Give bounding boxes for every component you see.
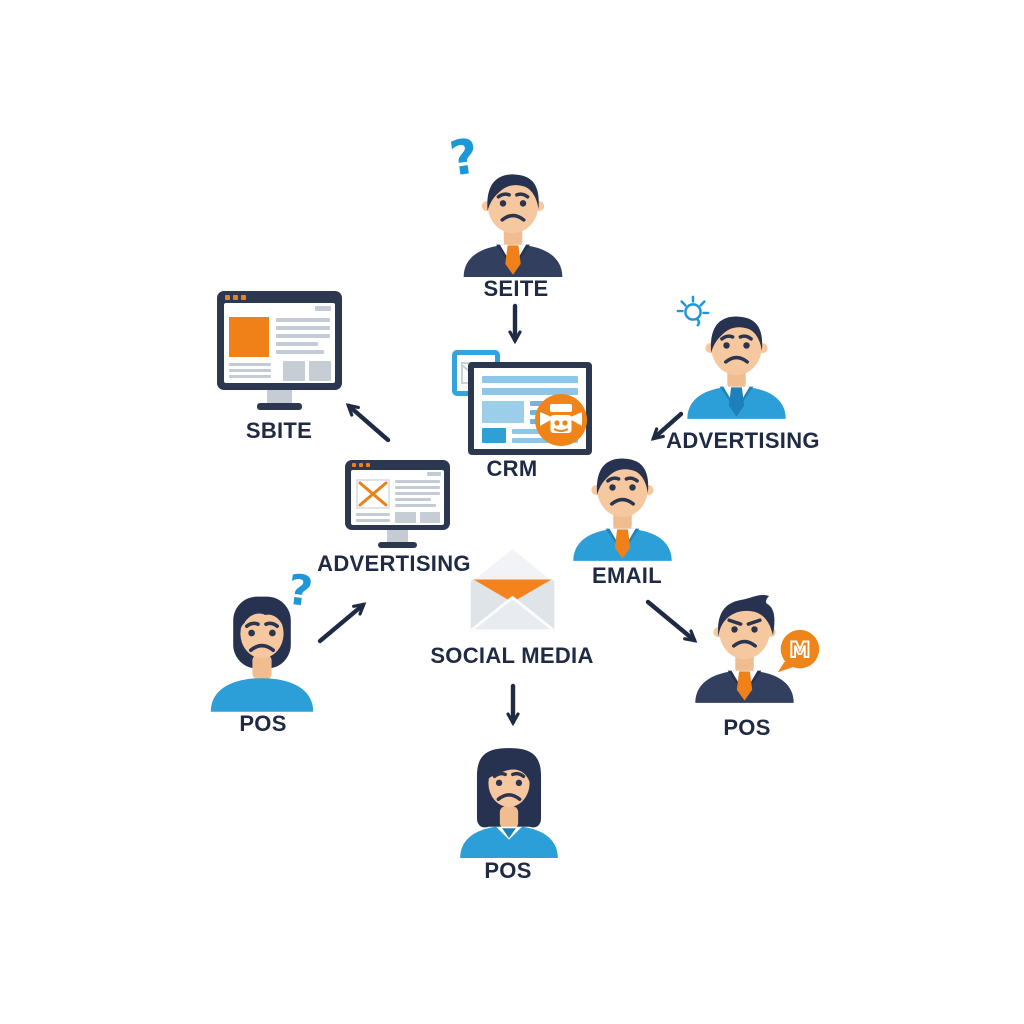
- sbite-monitor: [217, 291, 342, 410]
- mail-badge-letter: M: [789, 637, 810, 662]
- person-seite: [463, 174, 563, 277]
- crm-megaphone-badge-icon: [535, 394, 587, 446]
- ad-blocked-icon: [356, 479, 390, 509]
- label-email: EMAIL: [592, 563, 662, 588]
- label-pos-left: POS: [239, 711, 287, 736]
- monitor-dot-icon: [352, 463, 356, 467]
- label-advertising-monitor: ADVERTISING: [317, 551, 471, 576]
- arrow-pos-to-advmonitor: [317, 602, 367, 644]
- label-seite: SEITE: [483, 276, 549, 301]
- monitor-dot-icon: [241, 295, 246, 300]
- monitor-dot-icon: [366, 463, 370, 467]
- person-pos-left: [210, 596, 314, 712]
- monitor-dot-icon: [359, 463, 363, 467]
- mail-notification-badge-icon: M: [777, 629, 820, 673]
- advertising-monitor: [345, 460, 450, 548]
- label-pos-bottom: POS: [484, 858, 532, 883]
- person-pos-right: [695, 595, 794, 703]
- confusion-burst-icon: [676, 295, 710, 327]
- monitor-dot-icon: [225, 295, 230, 300]
- person-pos-bottom: [460, 748, 558, 858]
- label-sbite: SBITE: [245, 418, 313, 443]
- arrow-advmonitor-to-sbite: [345, 403, 391, 443]
- label-pos-right: POS: [723, 715, 771, 740]
- person-advertising: [687, 316, 786, 419]
- person-email: [573, 458, 672, 561]
- webpage-hero-block: [229, 317, 269, 357]
- label-advertising-person: ADVERTISING: [666, 428, 820, 453]
- label-social-media: SOCIAL MEDIA: [430, 643, 594, 668]
- social-media-envelope-icon: [469, 549, 556, 633]
- monitor-dot-icon: [233, 295, 238, 300]
- label-crm: CRM: [486, 456, 538, 481]
